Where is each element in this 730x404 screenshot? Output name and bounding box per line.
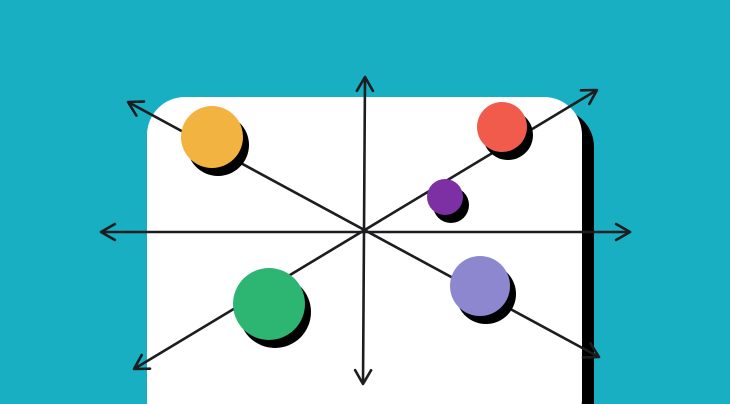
periwinkle-dot-fill: [450, 256, 510, 316]
periwinkle-dot: [450, 256, 516, 324]
arrowhead-icon: [581, 342, 601, 359]
coral-dot: [477, 102, 533, 160]
arrowhead-icon: [132, 353, 152, 371]
green-dot-fill: [233, 268, 305, 340]
arrowhead-icon: [614, 222, 632, 242]
green-dot: [233, 268, 311, 348]
arrowhead-icon: [126, 100, 146, 117]
coral-dot-fill: [477, 102, 527, 152]
violet-dot-fill: [427, 179, 463, 215]
arrowhead-icon: [99, 222, 117, 242]
amber-dot: [181, 106, 249, 176]
arrowhead-icon: [355, 75, 375, 93]
amber-dot-fill: [181, 106, 243, 168]
violet-dot: [427, 179, 469, 223]
arrowhead-icon: [579, 88, 599, 106]
arrowhead-icon: [353, 368, 373, 386]
